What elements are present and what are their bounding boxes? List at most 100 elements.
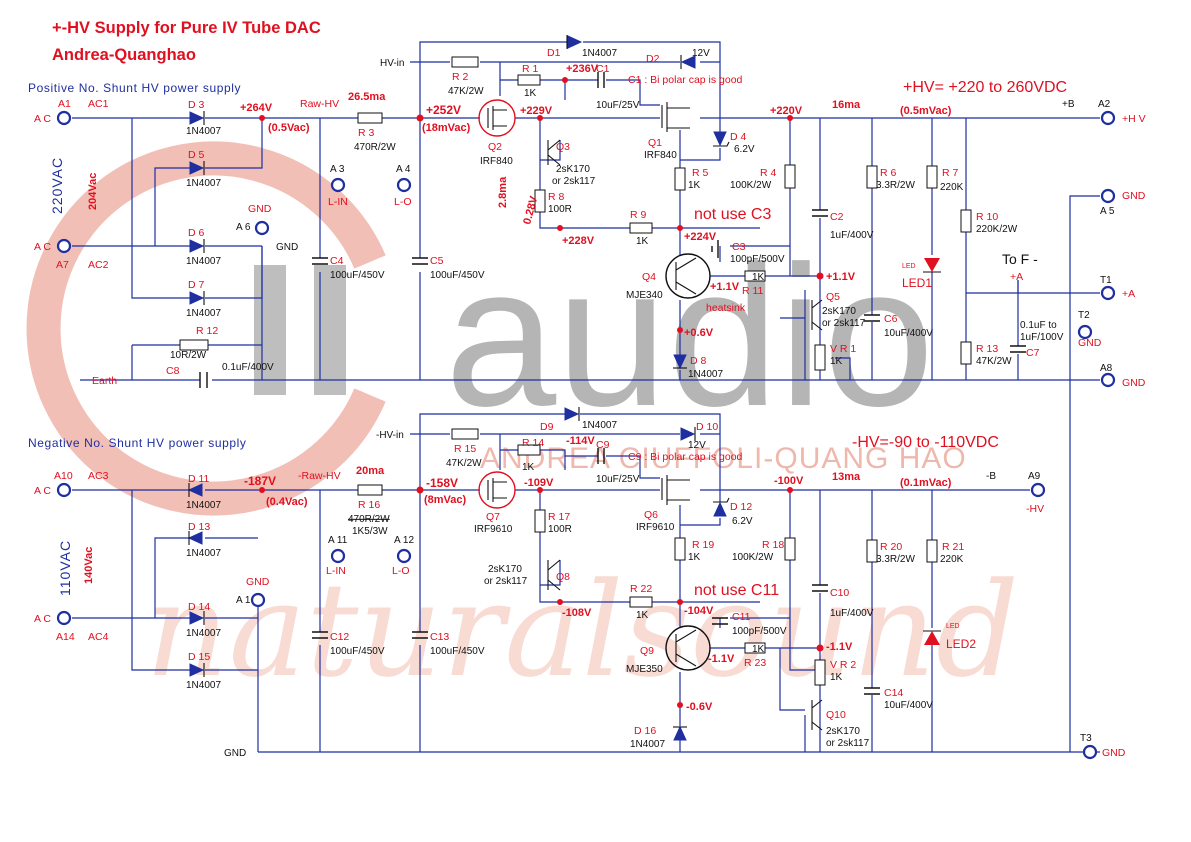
part-r15: R 15 [454, 443, 476, 455]
part-d9-value: 1N4007 [582, 420, 617, 431]
part-q2: Q2 [488, 141, 502, 153]
terminal-a9[interactable] [1030, 482, 1046, 498]
voltage-0-5vac: (0.5Vac) [268, 122, 310, 134]
label-current-out: 16ma [832, 99, 861, 111]
terminal-a5[interactable] [1100, 188, 1116, 204]
watermark-script: naturalsound [145, 554, 1019, 706]
part-r22: R 22 [630, 583, 652, 595]
terminal-a14[interactable] [56, 610, 72, 626]
part-r21: R 21 [942, 541, 964, 553]
part-q4-value: MJE340 [626, 290, 663, 301]
label-gnd-a1: GND [246, 576, 270, 588]
voltage-236: +236V [566, 63, 599, 75]
part-d13-value: 1N4007 [186, 548, 221, 559]
label-a4: A 4 [396, 164, 411, 175]
terminal-a4[interactable] [396, 177, 412, 193]
terminal-a1[interactable] [56, 110, 72, 126]
part-r4-value: 100K/2W [730, 180, 772, 191]
terminal-a1-neg[interactable] [250, 592, 266, 608]
junction-dots [259, 77, 824, 708]
part-c1: C1 [596, 63, 610, 75]
part-c9: C9 [596, 439, 610, 451]
q7-symbol [478, 471, 516, 509]
label-t3: T3 [1080, 733, 1092, 744]
label-raw-hv: Raw-HV [300, 98, 339, 110]
voltage-252: +252V [426, 103, 461, 117]
voltage-1-1-b: +1.1V [826, 271, 856, 283]
terminal-a3[interactable] [330, 177, 346, 193]
part-r17: R 17 [548, 511, 570, 523]
part-r23: R 23 [744, 657, 766, 669]
negative-vac-label: 110VAC [57, 540, 73, 596]
part-r9-value: 1K [636, 236, 649, 247]
part-d6-value: 1N4007 [186, 256, 221, 267]
voltage-0-4vac: (0.4Vac) [266, 496, 308, 508]
part-c7-value-2: 1uF/100V [1020, 332, 1064, 343]
part-r16-value-1: 470R/2W [348, 514, 390, 525]
voltage-109: -109V [524, 477, 554, 489]
part-d16-value: 1N4007 [630, 739, 665, 750]
part-c2: C2 [830, 211, 844, 223]
part-d14: D 14 [188, 601, 210, 613]
label-plus-b: +B [1062, 99, 1075, 110]
label-current-out-neg: 13ma [832, 471, 861, 483]
part-r18: R 18 [762, 539, 784, 551]
part-q5: Q5 [826, 291, 840, 303]
voltage-8mvac: (8mVac) [424, 494, 467, 506]
part-c8: C8 [166, 365, 180, 377]
label-plus-a-term: +A [1122, 288, 1135, 300]
part-c5-value: 100uF/450V [430, 270, 485, 281]
part-c6-value: 10uF/400V [884, 328, 933, 339]
part-r6-value: 3.3R/2W [876, 180, 915, 191]
voltage-100: -100V [774, 475, 804, 487]
terminal-a12[interactable] [396, 548, 412, 564]
part-c10-value: 1uF/400V [830, 608, 874, 619]
label-led2-small: LED [946, 623, 960, 630]
part-r17-value: 100R [548, 524, 572, 535]
part-d11-value: 1N4007 [186, 500, 221, 511]
voltage-104: -104V [684, 605, 714, 617]
part-q1-value: IRF840 [644, 150, 677, 161]
part-q8-value-1: 2sK170 [488, 564, 522, 575]
label-current-in: 26.5ma [348, 91, 386, 103]
part-d11: D 11 [188, 473, 210, 485]
part-d1-value: 1N4007 [582, 48, 617, 59]
label-gnd-t2: GND [1078, 337, 1102, 349]
part-r6: R 6 [880, 167, 897, 179]
terminal-a7[interactable] [56, 238, 72, 254]
part-c14: C14 [884, 687, 903, 699]
part-d14-value: 1N4007 [186, 628, 221, 639]
terminal-a2[interactable] [1100, 110, 1116, 126]
part-d16: D 16 [634, 725, 656, 737]
part-r10: R 10 [976, 211, 998, 223]
label-plus-a: +A [1010, 271, 1023, 283]
part-c11: C11 [732, 611, 751, 623]
terminal-t1[interactable] [1100, 285, 1116, 301]
terminal-a8[interactable] [1100, 372, 1116, 388]
part-d10: D 10 [696, 421, 718, 433]
diodes [187, 35, 941, 741]
label-minus-hv: -HV [1026, 503, 1044, 515]
part-q9-value: MJE350 [626, 664, 663, 675]
part-d2-value: 12V [692, 48, 710, 59]
part-r20: R 20 [880, 541, 902, 553]
part-c12: C12 [330, 631, 349, 643]
part-c12-value: 100uF/450V [330, 646, 385, 657]
label-plus-hv: +H V [1122, 113, 1146, 125]
terminal-a10[interactable] [56, 482, 72, 498]
terminal-t2[interactable] [1077, 324, 1093, 340]
part-c11-value: 100pF/500V [732, 626, 787, 637]
part-r13-value: 47K/2W [976, 356, 1012, 367]
voltage-minus-0-6: -0.6V [686, 701, 713, 713]
part-r10-value: 220K/2W [976, 224, 1018, 235]
part-c10: C10 [830, 587, 849, 599]
part-q8-value-2: or 2sk117 [484, 576, 528, 587]
terminal-t3[interactable] [1082, 744, 1098, 760]
part-c9-value: 10uF/25V [596, 474, 640, 485]
part-q6: Q6 [644, 509, 658, 521]
label-t1: T1 [1100, 275, 1112, 286]
terminal-a6[interactable] [254, 220, 270, 236]
terminal-a11[interactable] [330, 548, 346, 564]
part-d5: D 5 [188, 149, 205, 161]
